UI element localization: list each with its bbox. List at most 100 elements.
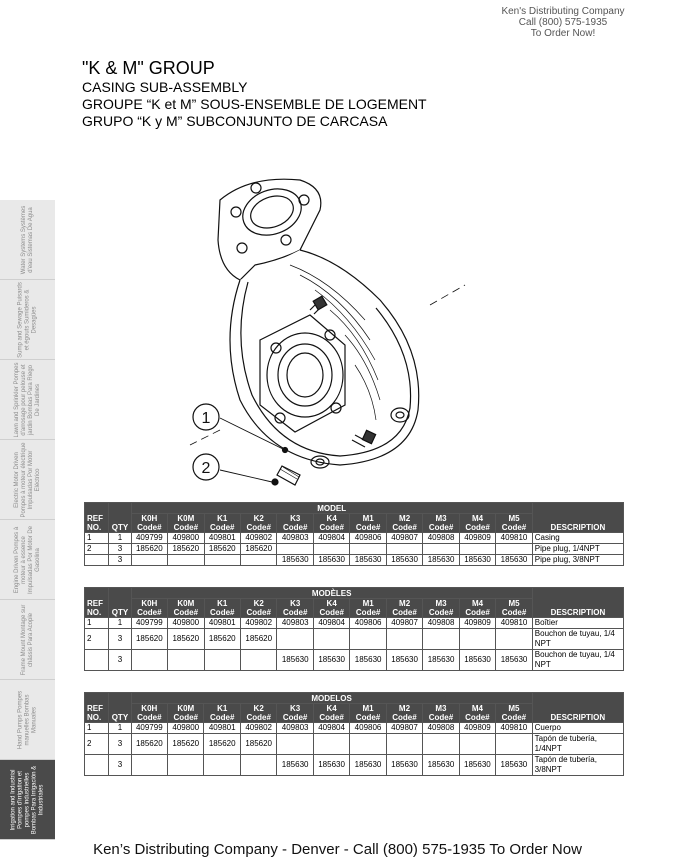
tab-frame-mount[interactable]: Frame Mount Montage sur châssis Para Aco… [0,600,55,680]
tab-irrigation-industrial[interactable]: Irrigation and Industrial Pompes d'irrig… [0,760,55,840]
description-cell: Tapón de tubería, 3/8NPT [531,754,625,776]
qty-cell: 1 [108,617,132,629]
code-cell [458,628,497,650]
ref-cell [83,554,110,566]
tab-label: Water Systems Systèmes d'eau Sistemas De… [20,205,34,274]
code-cell: 409801 [203,617,242,629]
model-group-header: MODELOS [130,692,533,704]
qty-header: QTY [108,692,132,723]
description-cell: Bouchon de tuyau, 1/4 NPT [531,628,625,650]
code-cell: 185620 [167,628,205,650]
tab-sump-sewage[interactable]: Sump and Sewage Puisards et égouts Sumid… [0,280,55,360]
tab-engine-driven[interactable]: Engine Driven Pompes à moteur à essence … [0,520,55,600]
code-cell [495,628,533,650]
qty-cell: 3 [108,628,132,650]
code-cell: 185630 [458,649,497,671]
tab-hand-pumps[interactable]: Hand Pumps Pompes manuelles Bombas Manua… [0,680,55,760]
code-cell [276,733,314,755]
code-cell: 409808 [422,617,460,629]
code-cell: 409802 [239,617,278,629]
code-cell [349,628,387,650]
description-cell: Cuerpo [531,722,625,734]
code-cell: 409801 [203,532,242,544]
code-cell: 409799 [130,722,169,734]
code-cell [203,649,242,671]
qty-header: QTY [108,587,132,618]
code-cell: 185620 [130,628,169,650]
code-cell: 185630 [458,754,497,776]
callout-2: 2 [202,460,211,477]
ref-cell: 2 [83,628,110,650]
qty-cell: 3 [108,554,132,566]
code-cell: 409804 [312,722,351,734]
code-cell: 185620 [203,543,242,555]
code-cell: 185630 [276,554,314,566]
code-cell [276,628,314,650]
tab-electric-motor-driven[interactable]: Electric Motor Driven Pompes à moteur él… [0,440,55,520]
code-cell [385,543,424,555]
tab-label: Electric Motor Driven Pompes à moteur él… [13,441,41,518]
code-cell: 409802 [239,722,278,734]
code-cell [167,554,205,566]
code-cell: 185630 [495,554,533,566]
tab-label: Frame Mount Montage sur châssis Para Aco… [20,604,34,675]
code-cell: 185630 [349,649,387,671]
qty-header: QTY [108,502,132,533]
code-cell: 409806 [349,722,387,734]
tab-label: Irrigation and Industrial Pompes d'irrig… [10,765,44,834]
code-cell: 185630 [312,554,351,566]
tab-label: Sump and Sewage Puisards et égouts Sumid… [17,281,37,358]
description-cell: Casing [531,532,625,544]
code-cell: 409800 [167,532,205,544]
page-titles: "K & M" GROUP CASING SUB-ASSEMBLY GROUPE… [82,58,427,130]
code-cell: 409801 [203,722,241,734]
code-cell: 409803 [276,532,314,544]
code-cell: 409807 [385,722,424,734]
code-cell [385,733,424,755]
code-cell [312,543,351,555]
code-cell [130,649,169,671]
code-cell [349,733,387,755]
code-cell [167,754,205,776]
code-cell [239,649,278,671]
ref-cell: 1 [83,722,110,734]
code-cell: 185630 [276,754,314,776]
ref-cell [83,649,110,671]
code-cell: 185630 [385,649,424,671]
model-group-header: MODEL [130,502,533,514]
ref-cell [83,754,110,776]
tab-lawn-sprinkler[interactable]: Lawn and Sprinkler Pompes d'arrosage pou… [0,360,55,440]
code-cell: 185630 [312,649,351,671]
subtitle-spanish: GRUPO “K y M” SUBCONJUNTO DE CARCASA [82,113,388,129]
code-cell: 185620 [203,628,242,650]
code-cell: 409808 [422,532,460,544]
model-group-header: MODÈLES [130,587,533,599]
code-cell: 409806 [349,532,387,544]
code-cell: 409806 [349,617,387,629]
tab-water-systems[interactable]: Water Systems Systèmes d'eau Sistemas De… [0,200,55,280]
code-cell: 185630 [349,754,387,776]
code-cell: 409810 [495,617,533,629]
ref-cell: 2 [83,733,110,755]
